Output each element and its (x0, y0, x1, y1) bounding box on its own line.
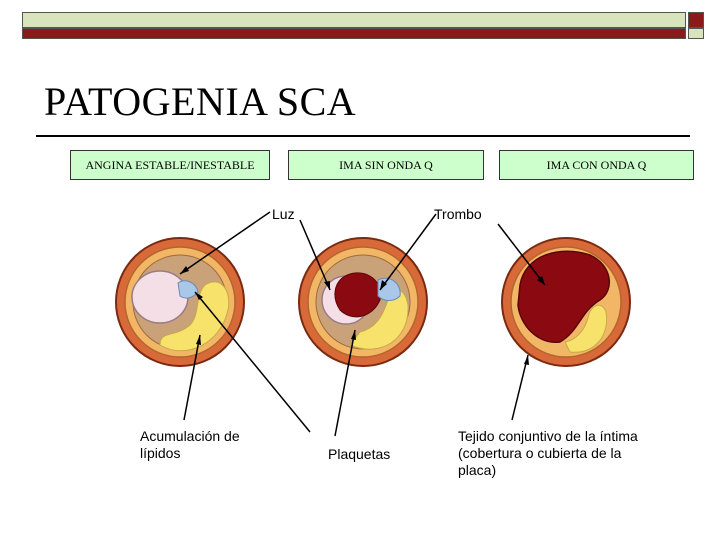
artery-cross-section-3 (501, 237, 631, 367)
pointer-plaquetas-b (194, 291, 311, 433)
pointer-trombo-1 (379, 213, 437, 291)
title-divider (36, 135, 690, 137)
header-bar (22, 12, 686, 28)
pointer-luz-1 (179, 211, 271, 275)
stage-box-angina: ANGINA ESTABLE/INESTABLE (70, 150, 270, 180)
label-plaquetas: Plaquetas (328, 446, 391, 462)
stage-box-ima-sin-onda-q: IMA SIN ONDA Q (288, 150, 484, 180)
artery-cross-section-1 (115, 237, 245, 367)
header-corner-square-lower (688, 28, 704, 39)
slide-title: PATOGENIA SCA (44, 79, 357, 124)
header-stripe (22, 28, 686, 39)
label-trombo: Trombo (434, 206, 482, 222)
pointer-trombo-2 (497, 223, 546, 286)
header-corner-square (688, 12, 704, 28)
label-tejido: Tejido conjuntivo de la íntima (cobertur… (458, 428, 638, 478)
pointer-luz-2 (299, 219, 331, 291)
pointer-lines (179, 211, 546, 437)
pointer-lipidos (183, 334, 201, 421)
pointer-plaquetas-a (334, 329, 356, 437)
label-lipidos: Acumulación de lípidos (140, 428, 240, 461)
stage-box-ima-con-onda-q: IMA CON ONDA Q (499, 150, 694, 180)
pointer-tejido (511, 354, 529, 421)
artery-cross-section-2 (298, 237, 428, 367)
label-luz: Luz (272, 206, 295, 222)
